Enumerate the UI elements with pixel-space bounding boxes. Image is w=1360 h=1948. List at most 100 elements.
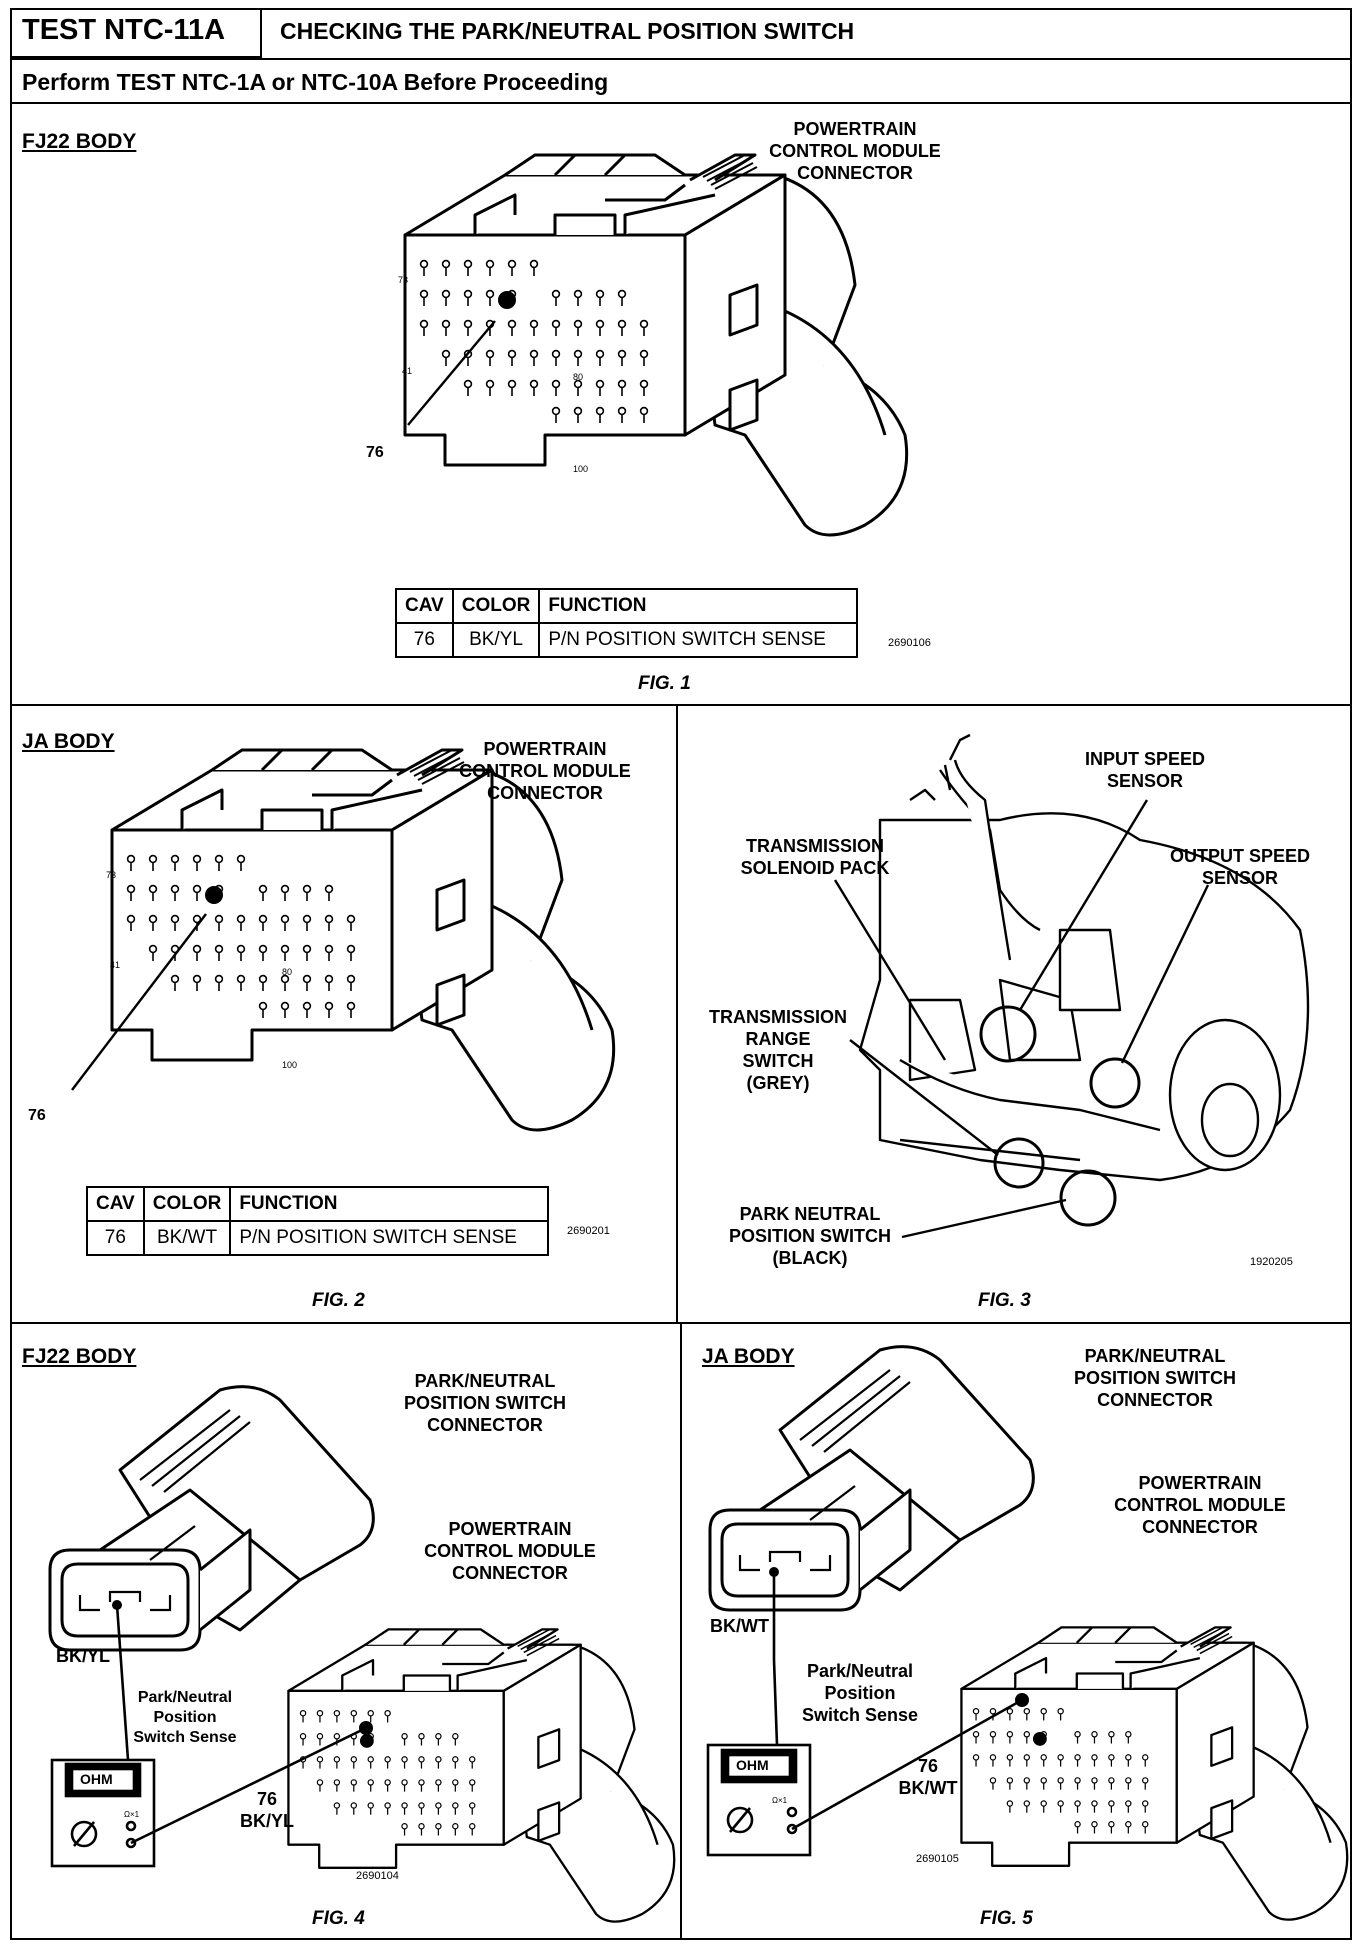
fig4-pn-connector-label: PARK/NEUTRAL POSITION SWITCH CONNECTOR — [380, 1370, 590, 1436]
divider-col2 — [680, 1322, 682, 1940]
fig3-pn-switch-line1: PARK NEUTRAL — [739, 1204, 881, 1224]
fig2-td-color: BK/WT — [142, 1220, 232, 1256]
fig2-td-function: P/N POSITION SWITCH SENSE — [229, 1220, 550, 1256]
transmission-drawing — [858, 733, 1310, 1182]
fig5-pn-connector-line3: CONNECTOR — [1097, 1390, 1213, 1410]
fig3-range-switch-line2: RANGE — [745, 1029, 811, 1049]
fig3-solenoid-line2: SOLENOID PACK — [740, 858, 890, 878]
fig5-pin-color: BK/WT — [898, 1778, 958, 1798]
fig5-pcm-connector-line3: CONNECTOR — [1142, 1517, 1258, 1537]
fig3-input-speed-line2: SENSOR — [1106, 771, 1184, 791]
range-switch-leader — [849, 1039, 999, 1156]
divider-row1 — [10, 704, 1352, 706]
pcm-connector-fig1 — [405, 155, 907, 535]
pn-connector-fig4 — [48, 1385, 375, 1652]
fig3-solenoid-label: TRANSMISSION SOLENOID PACK — [710, 835, 920, 879]
output-speed-leader — [1120, 884, 1210, 1064]
fig5-pin-number: 76 — [917, 1756, 939, 1776]
fig1-pin-label-80: 80 — [573, 372, 584, 382]
solenoid-leader — [833, 879, 947, 1061]
lead-wire-pn-fig5 — [772, 1572, 779, 1746]
fig4-meter-display: OHM — [80, 1771, 113, 1787]
fig2-th-function: FUNCTION — [229, 1186, 550, 1222]
fig1-pin-callout: 76 — [366, 444, 384, 461]
fig2-connector-label-line2: CONTROL MODULE — [459, 761, 631, 781]
fig1-th-cav: CAV — [395, 588, 454, 624]
fig1-code: 2690106 — [888, 637, 931, 649]
fig5-pin-label: 76 BK/WT — [888, 1755, 968, 1799]
fig5-pcm-connector-line1: POWERTRAIN — [1138, 1473, 1262, 1493]
fig5-code: 2690105 — [916, 1853, 959, 1865]
fig2-th-color: COLOR — [142, 1186, 232, 1222]
pcm-connector-fig4 — [288, 1629, 674, 1921]
fig2-th-cav: CAV — [86, 1186, 145, 1222]
fig4-caption: FIG. 4 — [312, 1908, 365, 1929]
fig4-pcm-connector-line1: POWERTRAIN — [448, 1519, 572, 1539]
pcm-connector-fig5 — [961, 1627, 1347, 1919]
fig5-wire-label: BK/WT — [710, 1616, 769, 1636]
fig2-table-header: CAV COLOR FUNCTION — [86, 1186, 550, 1222]
fig4-sense-line2: Position — [153, 1709, 217, 1726]
fig4-pcm-connector-label: POWERTRAIN CONTROL MODULE CONNECTOR — [400, 1518, 620, 1584]
fig1-pin-label-73: 73 — [398, 275, 409, 285]
fig1-connector-label-line2: CONTROL MODULE — [769, 141, 941, 161]
fig5-pn-connector-line2: POSITION SWITCH — [1074, 1368, 1236, 1388]
fig4-pin-label: 76 BK/YL — [232, 1788, 302, 1832]
fig5-pcm-connector-label: POWERTRAIN CONTROL MODULE CONNECTOR — [1090, 1472, 1310, 1538]
fig2-connector-label: POWERTRAIN CONTROL MODULE CONNECTOR — [420, 738, 670, 804]
fig4-pcm-connector-line2: CONTROL MODULE — [424, 1541, 596, 1561]
table-row: 76 BK/YL P/N POSITION SWITCH SENSE — [395, 622, 859, 658]
fig1-connector-label-line3: CONNECTOR — [797, 163, 913, 183]
fig1-body-title: FJ22 BODY — [22, 130, 137, 153]
fig4-code: 2690104 — [356, 1870, 399, 1882]
fig1-connector-label: POWERTRAIN CONTROL MODULE CONNECTOR — [730, 118, 980, 184]
pin76-leader-fig1 — [407, 320, 496, 426]
fig2-pin-label-100: 100 — [282, 1060, 298, 1070]
fig4-pcm-connector-line3: CONNECTOR — [452, 1563, 568, 1583]
fig5-pn-connector-label: PARK/NEUTRAL POSITION SWITCH CONNECTOR — [1050, 1345, 1260, 1411]
lead-wire-pcm-fig4 — [130, 1726, 367, 1845]
fig5-body-title: JA BODY — [702, 1345, 795, 1368]
range-switch-marker — [993, 1137, 1045, 1189]
fig5-sense-line1: Park/Neutral — [806, 1661, 914, 1681]
fig1-pin-label-100: 100 — [573, 464, 589, 474]
fig2-pin-label-41: 41 — [110, 960, 121, 970]
test-title: CHECKING THE PARK/NEUTRAL POSITION SWITC… — [280, 18, 855, 44]
test-subtitle: Perform TEST NTC-1A or NTC-10A Before Pr… — [22, 69, 609, 95]
input-speed-leader — [1018, 799, 1149, 1011]
test-id: TEST NTC-11A — [22, 14, 226, 46]
fig1-th-function: FUNCTION — [538, 588, 859, 624]
fig1-cavity-table: CAV COLOR FUNCTION 76 BK/YL P/N POSITION… — [395, 588, 859, 658]
fig5-meter-display: OHM — [736, 1757, 769, 1773]
fig3-output-speed-label: OUTPUT SPEED SENSOR — [1140, 845, 1340, 889]
fig1-caption: FIG. 1 — [638, 673, 691, 694]
fig4-sense-line1: Park/Neutral — [137, 1689, 233, 1706]
fig4-wire-label: BK/YL — [56, 1646, 110, 1666]
output-speed-sensor-marker — [1089, 1057, 1141, 1109]
fig3-output-speed-line2: SENSOR — [1201, 868, 1279, 888]
fig2-body-title: JA BODY — [22, 730, 115, 753]
fig2-connector-label-line1: POWERTRAIN — [483, 739, 607, 759]
fig4-pn-connector-line2: POSITION SWITCH — [404, 1393, 566, 1413]
fig4-pin-color: BK/YL — [240, 1811, 294, 1831]
fig4-sense-label: Park/Neutral Position Switch Sense — [125, 1688, 245, 1748]
fig3-pn-switch-line3: (BLACK) — [772, 1248, 848, 1268]
fig3-range-switch-line3: SWITCH — [742, 1051, 814, 1071]
header-divider — [10, 58, 1352, 60]
fig4-pn-connector-line3: CONNECTOR — [427, 1415, 543, 1435]
fig4-pin-number: 76 — [256, 1789, 278, 1809]
table-row: 76 BK/WT P/N POSITION SWITCH SENSE — [86, 1220, 550, 1256]
fig5-caption: FIG. 5 — [980, 1908, 1033, 1929]
fig2-connector-label-line3: CONNECTOR — [487, 783, 603, 803]
fig1-table-header: CAV COLOR FUNCTION — [395, 588, 859, 624]
fig1-connector-label-line1: POWERTRAIN — [793, 119, 917, 139]
fig4-pn-connector-line1: PARK/NEUTRAL — [414, 1371, 556, 1391]
fig2-cavity-table: CAV COLOR FUNCTION 76 BK/WT P/N POSITION… — [86, 1186, 550, 1256]
fig4-body-title: FJ22 BODY — [22, 1345, 137, 1368]
fig3-code: 1920205 — [1250, 1256, 1293, 1268]
fig5-pcm-connector-line2: CONTROL MODULE — [1114, 1495, 1286, 1515]
fig3-range-switch-line1: TRANSMISSION — [708, 1007, 847, 1027]
subtitle-divider — [10, 102, 1352, 104]
fig1-td-cav: 76 — [395, 622, 454, 658]
